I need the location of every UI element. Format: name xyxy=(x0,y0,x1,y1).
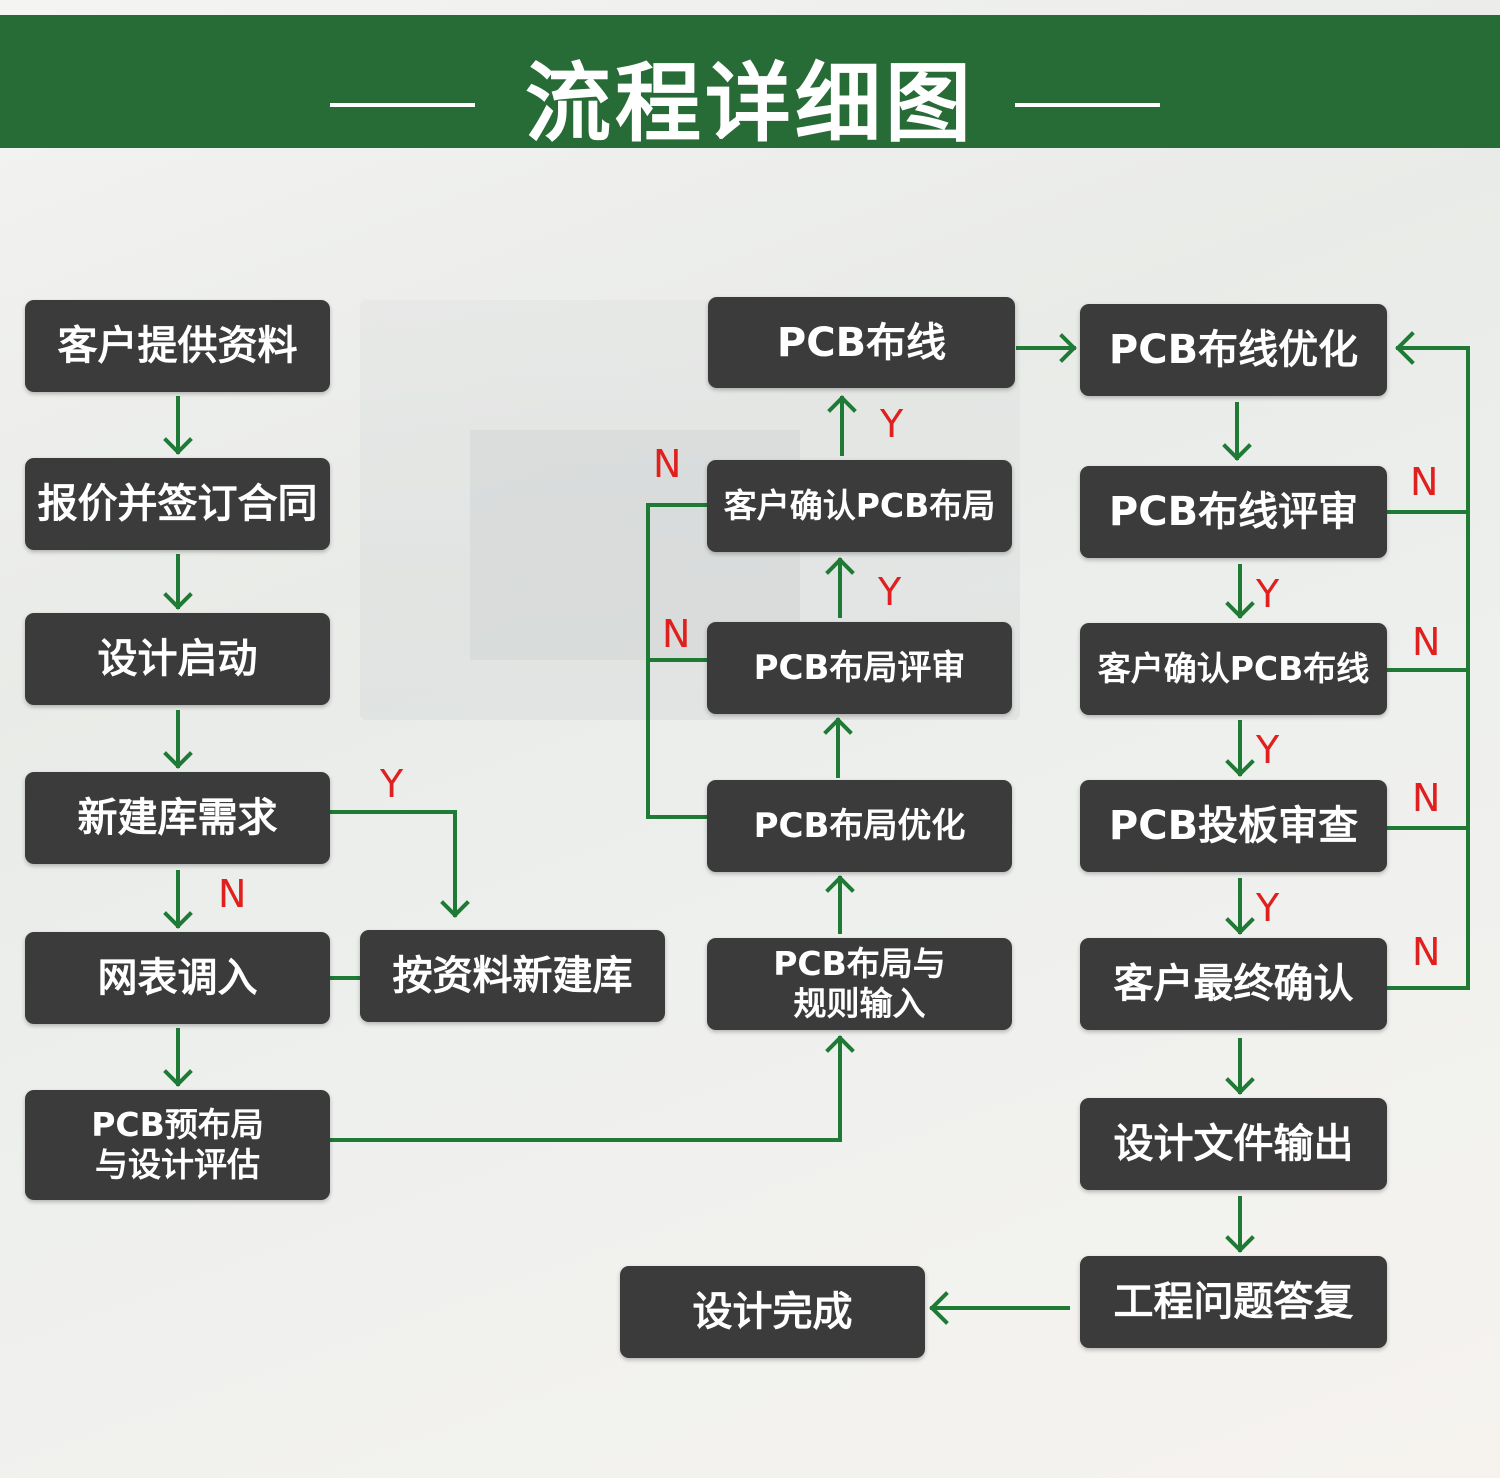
arrow-s5-s6 xyxy=(163,1028,193,1087)
arrow-s1-s2 xyxy=(163,396,193,455)
label-no-confirm-layout: N xyxy=(653,442,682,486)
step-netlist-import: 网表调入 xyxy=(25,932,330,1024)
step-pre-layout-evaluation: PCB预布局 与设计评估 xyxy=(25,1090,330,1200)
arrow-s18-s19 xyxy=(929,1291,1070,1325)
step-fab-review: PCB投板审查 xyxy=(1080,780,1387,872)
arrow-s4-s5b xyxy=(328,810,470,918)
label-yes-library: Y xyxy=(380,762,404,806)
step-design-file-output: 设计文件输出 xyxy=(1080,1098,1387,1190)
arrow-s13-s14 xyxy=(1225,564,1255,619)
step-build-library: 按资料新建库 xyxy=(360,930,665,1022)
label-no-layout-review: N xyxy=(662,612,691,656)
arrow-s11-s12 xyxy=(1016,333,1077,363)
arrow-s16-s17 xyxy=(1225,1038,1255,1095)
step-customer-provides-data: 客户提供资料 xyxy=(25,300,330,392)
step-design-complete: 设计完成 xyxy=(620,1266,925,1358)
arrow-s2-s3 xyxy=(163,554,193,610)
title-rule-right xyxy=(1015,103,1160,107)
label-no-library: N xyxy=(218,872,247,916)
step-pcb-routing: PCB布线 xyxy=(708,297,1015,388)
page-title: 流程详细图 xyxy=(525,54,975,154)
label-no-fab-review: N xyxy=(1412,776,1441,820)
header-banner: 流程详细图 xyxy=(0,15,1500,154)
step-customer-confirm-routing: 客户确认PCB布线 xyxy=(1080,623,1387,715)
step-routing-optimization: PCB布线优化 xyxy=(1080,304,1387,396)
title-rule-left xyxy=(330,103,475,107)
arrow-s3-s4 xyxy=(163,710,193,769)
step-quote-contract: 报价并签订合同 xyxy=(25,458,330,550)
step-new-library-request: 新建库需求 xyxy=(25,772,330,864)
label-no-final-confirm: N xyxy=(1412,930,1441,974)
label-no-routing-review: N xyxy=(1410,460,1439,504)
arrow-s10-s11 xyxy=(827,395,857,456)
arrow-s12-s13 xyxy=(1222,402,1252,461)
arrow-s14-s15 xyxy=(1225,720,1255,777)
arrow-s15-s16 xyxy=(1225,878,1255,935)
label-yes-confirm-layout: Y xyxy=(880,402,904,446)
step-routing-review: PCB布线评审 xyxy=(1080,466,1387,558)
label-no-confirm-routing: N xyxy=(1412,620,1441,664)
arrow-s4-s5 xyxy=(163,870,193,929)
step-customer-confirm-layout: 客户确认PCB布局 xyxy=(707,460,1012,552)
step-customer-final-confirm: 客户最终确认 xyxy=(1080,938,1387,1030)
arrow-s8-s9 xyxy=(823,717,853,778)
arrow-s9-s10 xyxy=(825,557,855,618)
label-yes-layout-review: Y xyxy=(878,570,902,614)
step-layout-rules-input: PCB布局与 规则输入 xyxy=(707,938,1012,1030)
step-layout-review: PCB布局评审 xyxy=(707,622,1012,714)
label-yes-confirm-routing: Y xyxy=(1256,728,1280,772)
arrow-s6-s7 xyxy=(328,1035,855,1142)
arrow-s17-s18 xyxy=(1225,1196,1255,1253)
step-design-start: 设计启动 xyxy=(25,613,330,705)
step-layout-optimization: PCB布局优化 xyxy=(707,780,1012,872)
label-yes-fab-review: Y xyxy=(1256,886,1280,930)
arrow-s7-s8 xyxy=(825,875,855,934)
label-yes-routing-review: Y xyxy=(1256,572,1280,616)
step-engineering-qa: 工程问题答复 xyxy=(1080,1256,1387,1348)
loop-no-routing xyxy=(1385,331,1470,990)
